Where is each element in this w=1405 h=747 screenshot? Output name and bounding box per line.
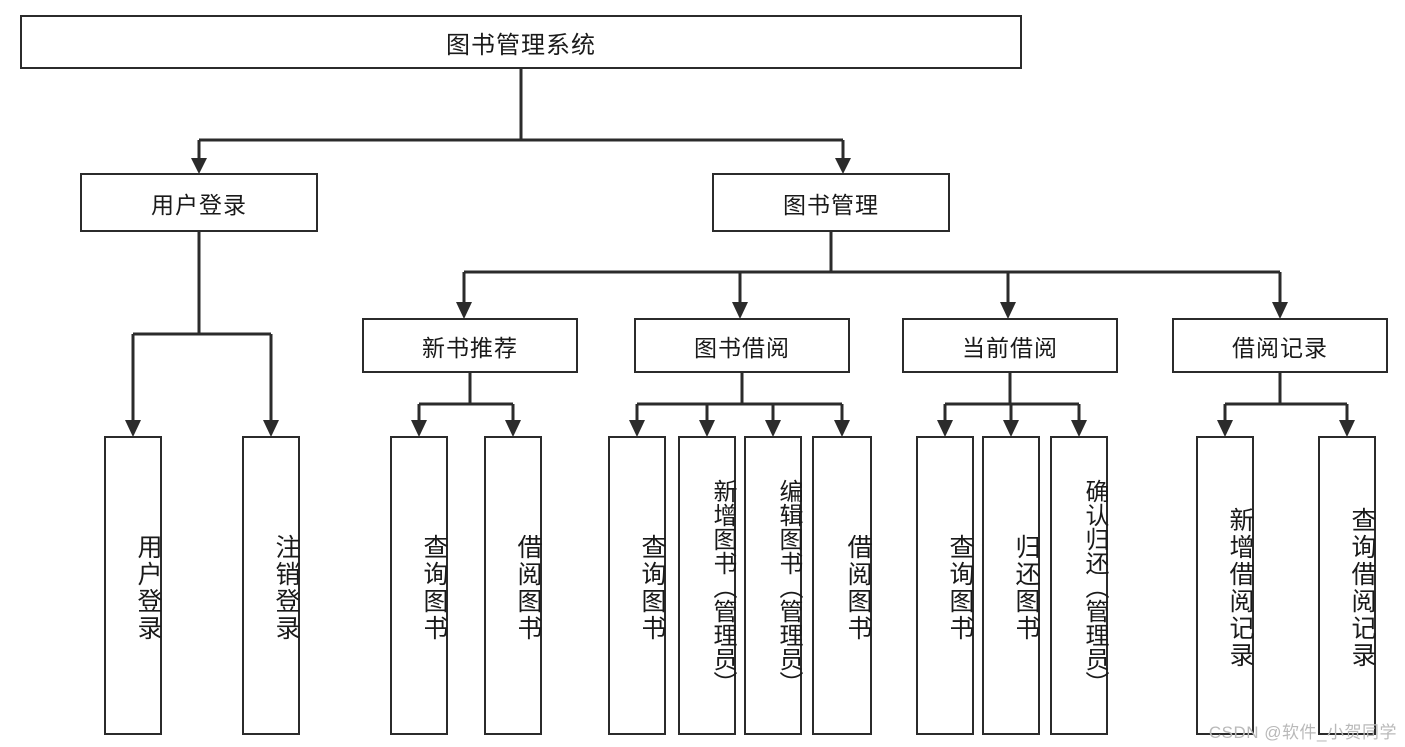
node-root[interactable]: 图书管理系统 [20,15,1022,69]
leaf-query-book-borrow[interactable]: 查询图书 [608,436,666,735]
connector-current-borrow-to-leaves [937,373,1087,437]
node-new-book-recommend[interactable]: 新书推荐 [362,318,578,373]
leaf-query-borrow-record[interactable]: 查询借阅记录 [1318,436,1376,735]
leaf-borrow-book-recommend[interactable]: 借阅图书 [484,436,542,735]
leaf-return-book[interactable]: 归还图书 [982,436,1040,735]
node-book-management[interactable]: 图书管理 [712,173,950,232]
connector-new-book-recommend-to-leaves [411,373,521,437]
leaf-add-borrow-record[interactable]: 新增借阅记录 [1196,436,1254,735]
node-book-borrow[interactable]: 图书借阅 [634,318,850,373]
connector-book-borrow-to-leaves [629,373,850,437]
leaf-query-book-current[interactable]: 查询图书 [916,436,974,735]
connector-user-login-to-leaves [125,232,279,437]
leaf-borrow-book[interactable]: 借阅图书 [812,436,872,735]
csdn-watermark: CSDN @软件_小贺同学 [1208,723,1397,742]
leaf-add-book-admin[interactable]: 新增图书（管理员） [678,436,736,735]
connector-borrow-record-to-leaves [1217,373,1355,437]
connector-root-to-level2 [191,69,851,174]
connector-book-management-to-level3 [456,232,1288,319]
leaf-user-login[interactable]: 用户登录 [104,436,162,735]
leaf-edit-book-admin[interactable]: 编辑图书（管理员） [744,436,802,735]
node-current-borrow[interactable]: 当前借阅 [902,318,1118,373]
node-user-login[interactable]: 用户登录 [80,173,318,232]
leaf-query-book-recommend[interactable]: 查询图书 [390,436,448,735]
node-borrow-record[interactable]: 借阅记录 [1172,318,1388,373]
leaf-user-logout[interactable]: 注销登录 [242,436,300,735]
leaf-confirm-return-admin[interactable]: 确认归还（管理员） [1050,436,1108,735]
